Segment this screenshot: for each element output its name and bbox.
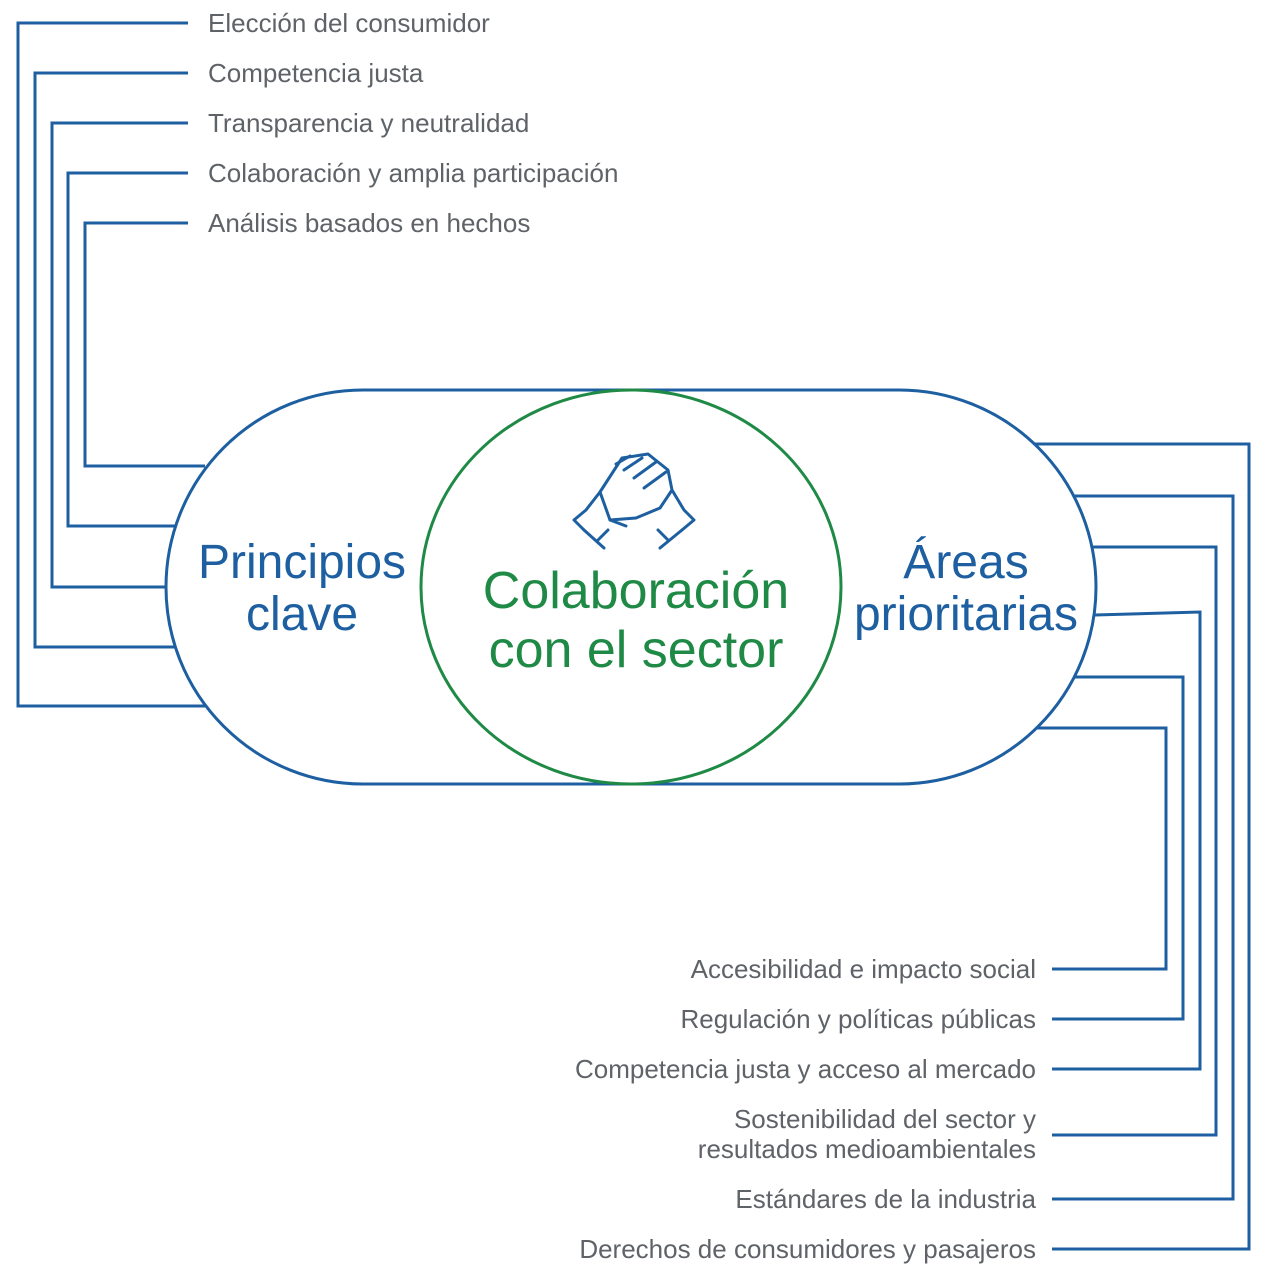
right-title-line1: Áreas xyxy=(903,536,1028,589)
center-circle xyxy=(419,388,843,786)
connector-left-5 xyxy=(83,221,205,468)
principle-item: Competencia justa xyxy=(208,58,424,88)
priority-item: Accesibilidad e impacto social xyxy=(691,954,1036,984)
priority-item: Estándares de la industria xyxy=(735,1184,1036,1214)
connector-right-2 xyxy=(1052,494,1235,1201)
center-title-line1: Colaboración xyxy=(483,562,789,620)
left-title-line1: Principios xyxy=(198,536,406,589)
priority-item-line1: Sostenibilidad del sector y xyxy=(734,1104,1036,1134)
priority-item-line2: resultados medioambientales xyxy=(698,1134,1036,1164)
connector-right-3 xyxy=(1052,545,1218,1137)
principle-item: Colaboración y amplia participación xyxy=(208,158,618,188)
priority-item: Competencia justa y acceso al mercado xyxy=(575,1054,1036,1084)
connector-right-5 xyxy=(1052,675,1185,1021)
principle-item: Transparencia y neutralidad xyxy=(208,108,529,138)
left-title-line2: clave xyxy=(246,588,358,641)
principle-item: Análisis basados en hechos xyxy=(208,208,530,238)
connector-left-4 xyxy=(66,171,188,528)
center-title-line2: con el sector xyxy=(489,621,784,679)
right-title-line2: prioritarias xyxy=(854,588,1078,641)
connector-right-1 xyxy=(1035,442,1251,1251)
priority-item: Regulación y políticas públicas xyxy=(680,1004,1036,1034)
connector-right-6 xyxy=(1035,726,1168,971)
left-connectors xyxy=(16,21,205,708)
right-connectors xyxy=(1035,442,1251,1251)
principle-item: Elección del consumidor xyxy=(208,8,490,38)
connector-left-2 xyxy=(33,71,188,649)
connector-left-3 xyxy=(50,121,188,589)
connector-right-4 xyxy=(1052,610,1202,1071)
principles-list: Elección del consumidor Competencia just… xyxy=(208,8,618,238)
priority-item: Derechos de consumidores y pasajeros xyxy=(579,1234,1036,1264)
priority-areas-list: Accesibilidad e impacto social Regulació… xyxy=(575,954,1037,1264)
connector-left-1 xyxy=(16,21,205,708)
handshake-icon xyxy=(572,452,696,550)
